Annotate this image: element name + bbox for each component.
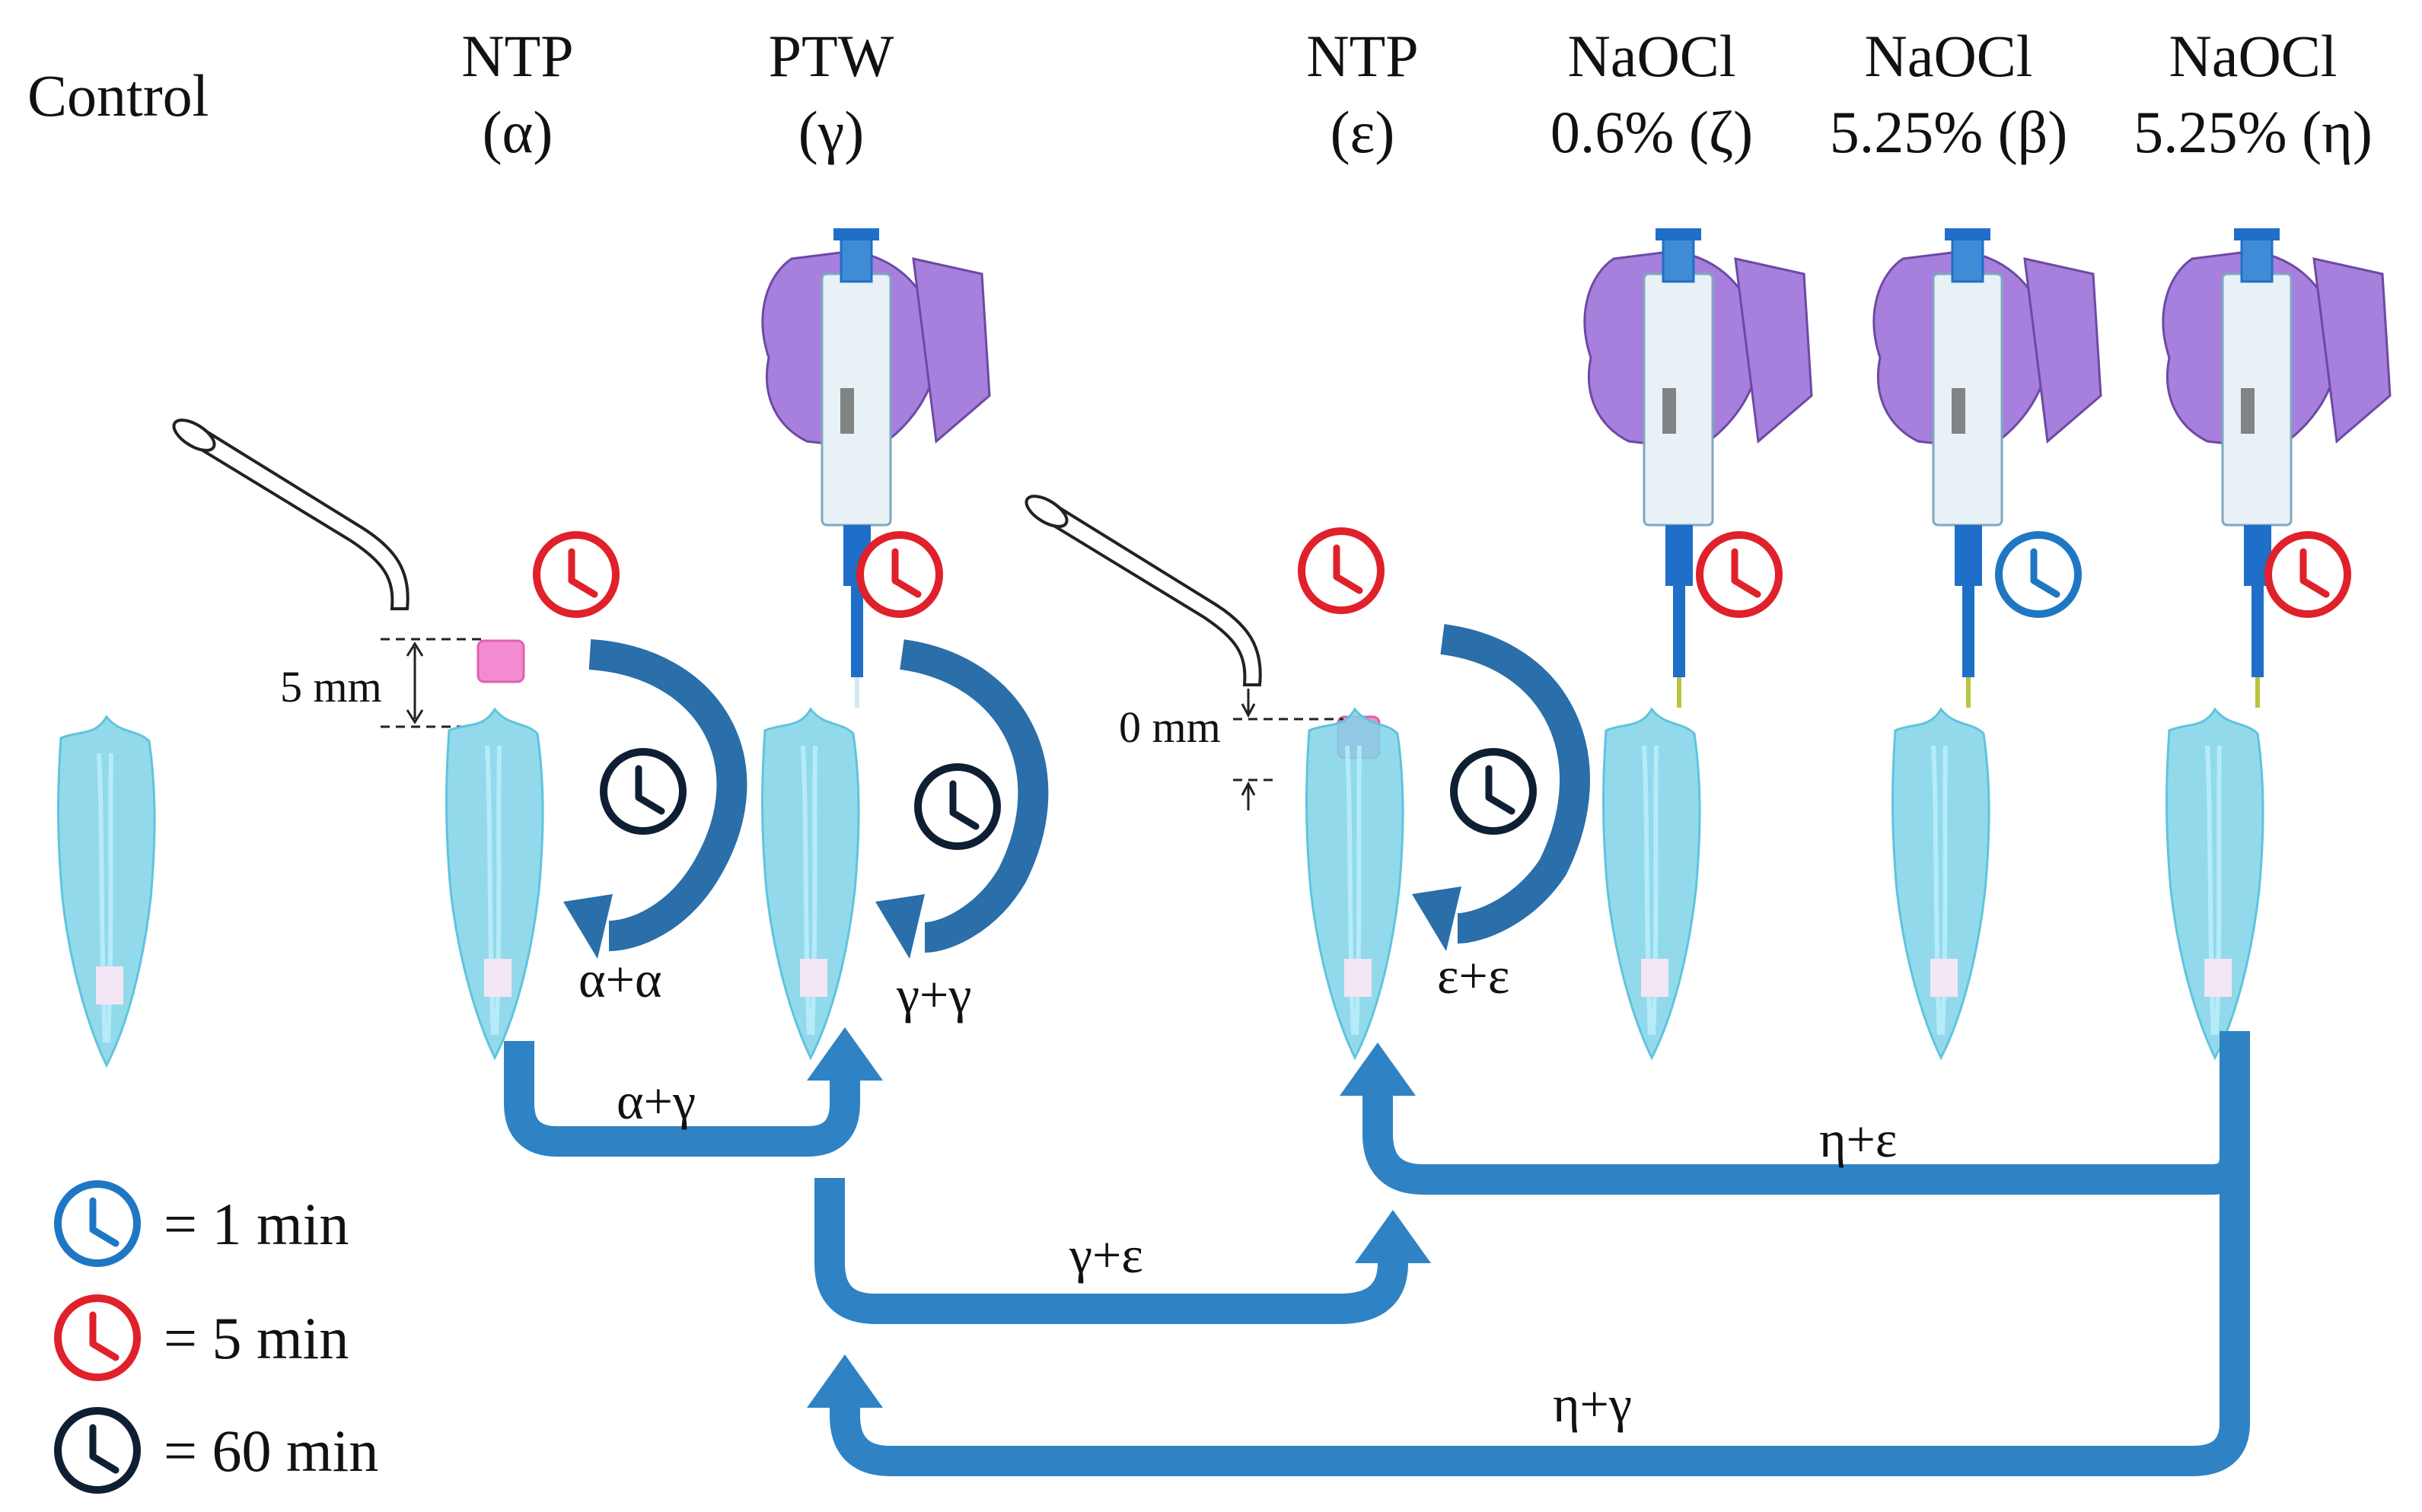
group-title-line2: 0.6% (ζ) [1550,99,1753,165]
repeat-arrow-epsilon: ε+ε [1412,624,1590,1004]
clock-60min-icon [58,1411,137,1490]
pipette-hand-icon [2162,227,2392,679]
combo-arrow-eta-gamma: η+γ [807,1157,2250,1476]
legend-item-60min: = 60 min [58,1411,378,1490]
group-title-line2: 5.25% (β) [1830,99,2068,165]
group-title-line1: NaOCl [1568,23,1736,89]
clock-60min-icon [918,767,997,846]
tooth-naocl-beta [1893,709,1990,1058]
repeat-label: ε+ε [1437,947,1509,1004]
legend-label: = 60 min [164,1418,378,1484]
legend-label: = 5 min [164,1305,349,1371]
clock-5min-icon [1700,535,1779,614]
clock-60min-icon [1454,752,1533,831]
legend-item-1min: = 1 min [58,1184,349,1263]
pipette-hand-icon [1583,227,1813,679]
group-title-ntp-epsilon: NTP (ε) [1306,23,1418,165]
clock-5min-icon [537,535,616,614]
tooth-ntp-alpha [447,709,543,1058]
group-title-line2: (ε) [1331,99,1395,165]
combo-label: η+γ [1553,1375,1632,1433]
distance-label: 0 mm [1119,702,1221,752]
distance-marker-epsilon: 0 mm [1119,689,1343,810]
clock-5min-icon [58,1298,137,1377]
legend-label: = 1 min [164,1191,349,1257]
clock-5min-icon [2268,535,2347,614]
legend: = 1 min = 5 min = 60 min [58,1184,378,1490]
repeat-label: α+α [578,950,662,1008]
group-title-naocl-beta: NaOCl 5.25% (β) [1830,23,2068,165]
combo-arrow-eta-epsilon: η+ε [1340,1031,2250,1195]
clock-5min-icon [860,535,939,614]
group-title-line2: (γ) [798,99,864,165]
pipette-hand-icon [1872,227,2102,679]
clock-1min-icon [58,1184,137,1263]
combo-arrow-gamma-epsilon: γ+ε [814,1178,1431,1324]
group-title-line1: NTP [1306,23,1418,89]
group-title-naocl-eta: NaOCl 5.25% (η) [2134,23,2373,165]
repeat-arrow-gamma: γ+γ [875,639,1049,1023]
repeat-label: γ+γ [896,966,971,1023]
combo-label: α+γ [617,1072,696,1130]
group-title-line1: NaOCl [2169,23,2338,89]
control-label: Control [27,62,209,129]
group-title-line1: NTP [461,23,573,89]
plasma-pen-icon [1020,489,1262,686]
distance-marker-alpha: 5 mm [280,638,487,728]
clock-1min-icon [1999,535,2078,614]
group-title-line1: NaOCl [1865,23,2033,89]
group-title-line2: (α) [483,99,553,165]
group-title-ntp-alpha: NTP (α) [461,23,573,165]
clock-5min-icon [1302,531,1381,610]
group-title-line2: 5.25% (η) [2134,99,2373,165]
distance-label: 5 mm [280,662,382,711]
tooth-naocl-eta [2167,709,2264,1058]
pipette-tips [855,677,2260,708]
combo-label: γ+ε [1069,1226,1143,1284]
legend-item-5min: = 5 min [58,1298,349,1377]
group-title-naocl-zeta: NaOCl 0.6% (ζ) [1550,23,1753,165]
group-title-line1: PTW [769,23,894,89]
clock-60min-icon [604,752,683,831]
plasma-glow-alpha [476,639,525,683]
combo-arrow-alpha-gamma: α+γ [504,1027,883,1157]
group-title-ptw-gamma: PTW (γ) [769,23,894,165]
repeat-arrow-alpha: α+α [563,639,747,1008]
combo-label: η+ε [1819,1110,1897,1168]
tooth-control [59,717,155,1065]
tooth-ntp-epsilon [1307,709,1404,1058]
plasma-pen-icon [167,412,410,610]
tooth-ptw-gamma [763,709,859,1058]
tooth-naocl-zeta [1604,709,1700,1058]
